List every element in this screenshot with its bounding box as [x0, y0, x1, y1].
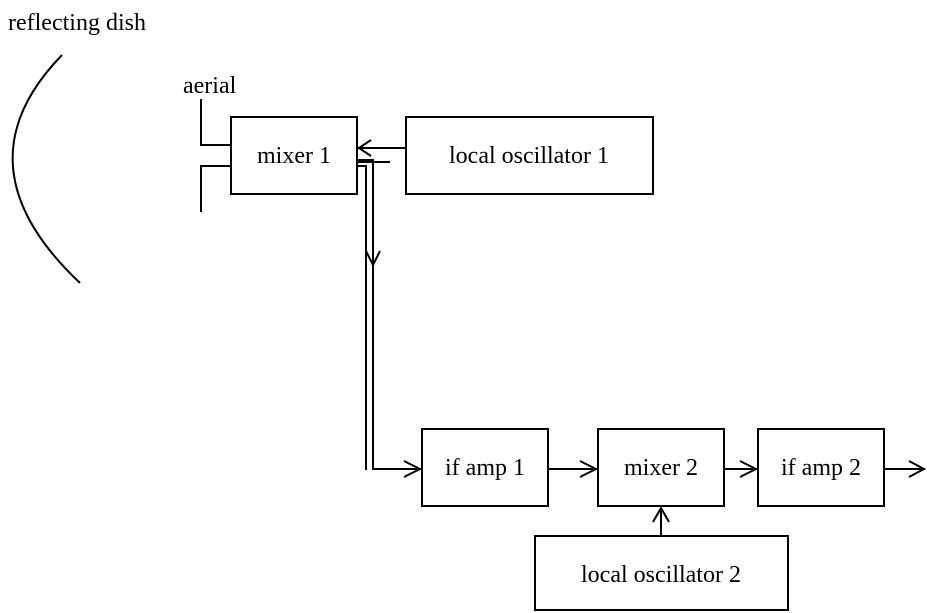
- local-oscillator-2-label: local oscillator 2: [581, 562, 741, 588]
- mixer1-output-wire-inner: [357, 165, 367, 470]
- if-amp-2-label: if amp 2: [781, 455, 861, 481]
- lo2-to-mixer2-arrowhead: [652, 505, 670, 523]
- mixer1-down-arrowhead: [365, 250, 381, 268]
- if-amp-1-label: if amp 1: [445, 455, 525, 481]
- aerial-upper-element: [200, 99, 231, 146]
- to-if-amp-1-arrowhead: [403, 460, 423, 478]
- if-amp-1-box: [421, 428, 549, 507]
- mixer-1-box: [230, 116, 358, 195]
- output-arrowhead: [908, 460, 927, 478]
- mixer-2-box: [597, 428, 725, 507]
- reflecting-dish-arc: [11, 54, 81, 284]
- local-oscillator-2-box: [534, 535, 789, 611]
- if-amp-2-box: [757, 428, 885, 507]
- lo1-to-mixer1-arrowhead: [357, 139, 372, 157]
- aerial-label: aerial: [183, 73, 237, 99]
- mixer1-output-wire: [357, 159, 422, 470]
- aerial-lower-element: [200, 165, 231, 212]
- local-oscillator-1-label: local oscillator 1: [449, 143, 609, 169]
- mixer-1-label: mixer 1: [257, 143, 331, 169]
- mixer-2-label: mixer 2: [624, 455, 698, 481]
- to-if-amp-2-arrowhead: [739, 460, 759, 478]
- to-mixer-2-arrowhead: [579, 460, 599, 478]
- local-oscillator-1-box: [405, 116, 654, 195]
- reflecting-dish-label: reflecting dish: [8, 10, 146, 36]
